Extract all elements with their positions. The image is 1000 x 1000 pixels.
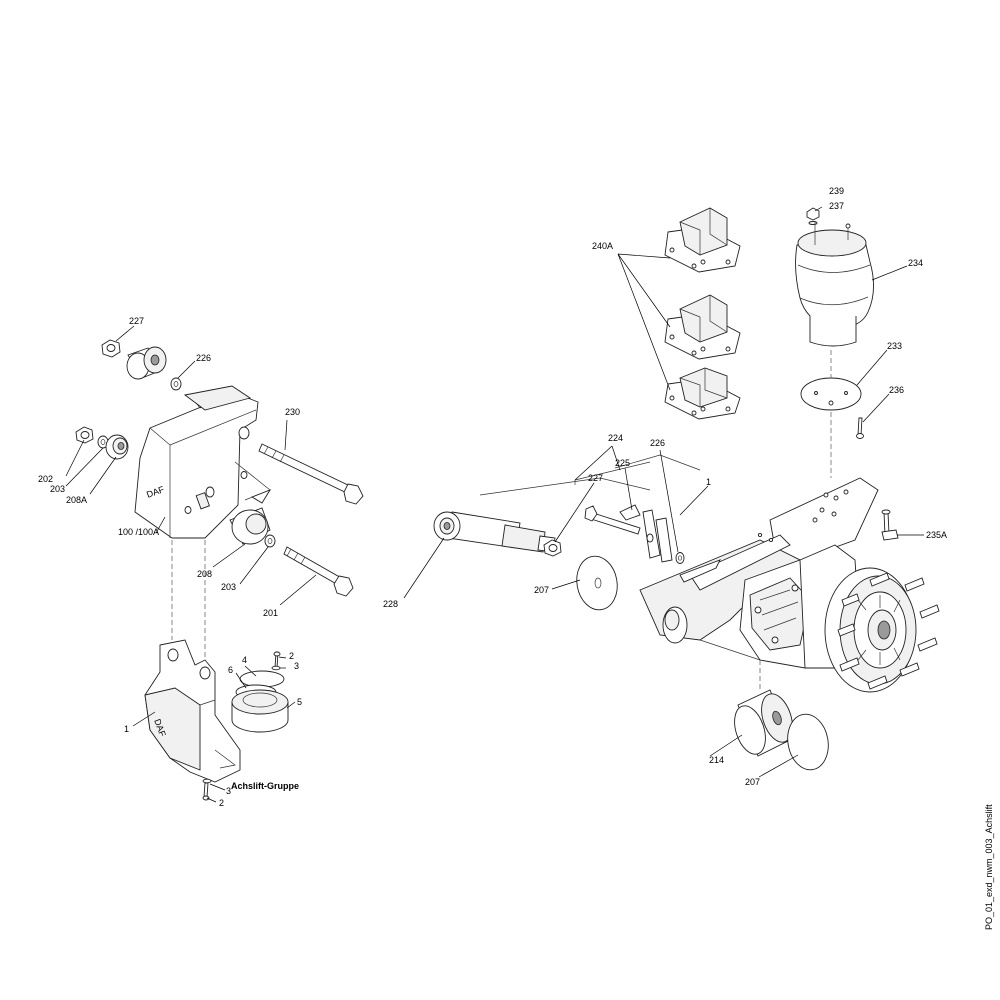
wheel-studs	[837, 572, 940, 690]
callout-207: 207	[534, 585, 549, 595]
bracket-240a-bottom	[664, 367, 741, 420]
callout-233: 233	[887, 341, 902, 351]
callout-201: 201	[263, 608, 278, 618]
bracket-224-bound	[574, 461, 651, 485]
washer-237	[808, 221, 818, 225]
washer-226	[170, 377, 182, 391]
callout-225: 225	[615, 458, 630, 468]
bracket-224-bound	[614, 454, 701, 471]
callout-227: 227	[129, 316, 144, 326]
callout-6: 6	[228, 665, 233, 675]
disk-207-upper	[576, 555, 618, 611]
callout-227: 227	[588, 473, 603, 483]
callout-202: 202	[38, 474, 53, 484]
pad-5	[231, 689, 289, 733]
bolt-201	[283, 546, 354, 597]
bracket-240a-top	[664, 207, 741, 273]
bushing	[126, 346, 167, 380]
screw-2-bottom	[202, 782, 210, 801]
callout-1: 1	[706, 477, 711, 487]
screw-236	[856, 417, 864, 439]
callout-230: 230	[285, 407, 300, 417]
callout-3: 3	[226, 786, 231, 796]
disk-207-lower	[787, 713, 829, 771]
callout-3: 3	[294, 661, 299, 671]
disk-4	[239, 670, 285, 688]
bolt-230	[258, 443, 364, 505]
callout-5: 5	[297, 697, 302, 707]
callout-4: 4	[242, 655, 247, 665]
callout-228: 228	[383, 599, 398, 609]
nut-239	[806, 207, 820, 221]
plate-233	[800, 377, 862, 411]
callout-236: 236	[889, 385, 904, 395]
washer-226-right	[675, 552, 685, 564]
callout-214: 214	[709, 755, 724, 765]
bushing-208	[229, 489, 272, 545]
callout-240a: 240A	[592, 241, 613, 251]
callout-208a: 208A	[66, 495, 87, 505]
bushing-208a	[105, 434, 129, 460]
screw-2-top	[273, 651, 281, 669]
nut-227-right	[543, 539, 562, 557]
callout-207: 207	[745, 777, 760, 787]
callout-224: 224	[608, 433, 623, 443]
brake-hub-assembly	[739, 544, 917, 693]
callout-2: 2	[289, 651, 294, 661]
drawing-id: PO_01_exd_nwm_003_Achslift	[984, 804, 994, 930]
bolt-225	[584, 505, 641, 535]
callout-1: 1	[124, 724, 129, 734]
callout-208: 208	[197, 569, 212, 579]
group-title: Achslift-Gruppe	[231, 781, 299, 791]
lower-bracket-1: DAF	[144, 639, 241, 783]
shock-absorber-228	[433, 477, 651, 553]
callout-226: 226	[650, 438, 665, 448]
callout-100-100a: 100 /100A	[118, 527, 159, 537]
air-spring-234	[795, 222, 874, 347]
nut-202	[75, 426, 94, 444]
callout-226: 226	[196, 353, 211, 363]
bracket-240a-middle	[664, 294, 741, 360]
bolt-235a	[881, 509, 899, 541]
washer-3-top	[271, 665, 281, 671]
callout-2: 2	[219, 798, 224, 808]
washer-203-right	[264, 534, 276, 548]
callout-237: 237	[829, 201, 844, 211]
callout-234: 234	[908, 258, 923, 268]
callout-203: 203	[50, 484, 65, 494]
nut-227	[101, 339, 121, 358]
axle-beam-1	[639, 477, 879, 661]
bushing-214	[734, 689, 793, 757]
leader-lines	[65, 206, 924, 803]
callout-239: 239	[829, 186, 844, 196]
callout-235a: 235A	[926, 530, 947, 540]
washer-3-bottom	[202, 778, 212, 784]
bracket-plates	[619, 504, 673, 563]
callout-203: 203	[221, 582, 236, 592]
